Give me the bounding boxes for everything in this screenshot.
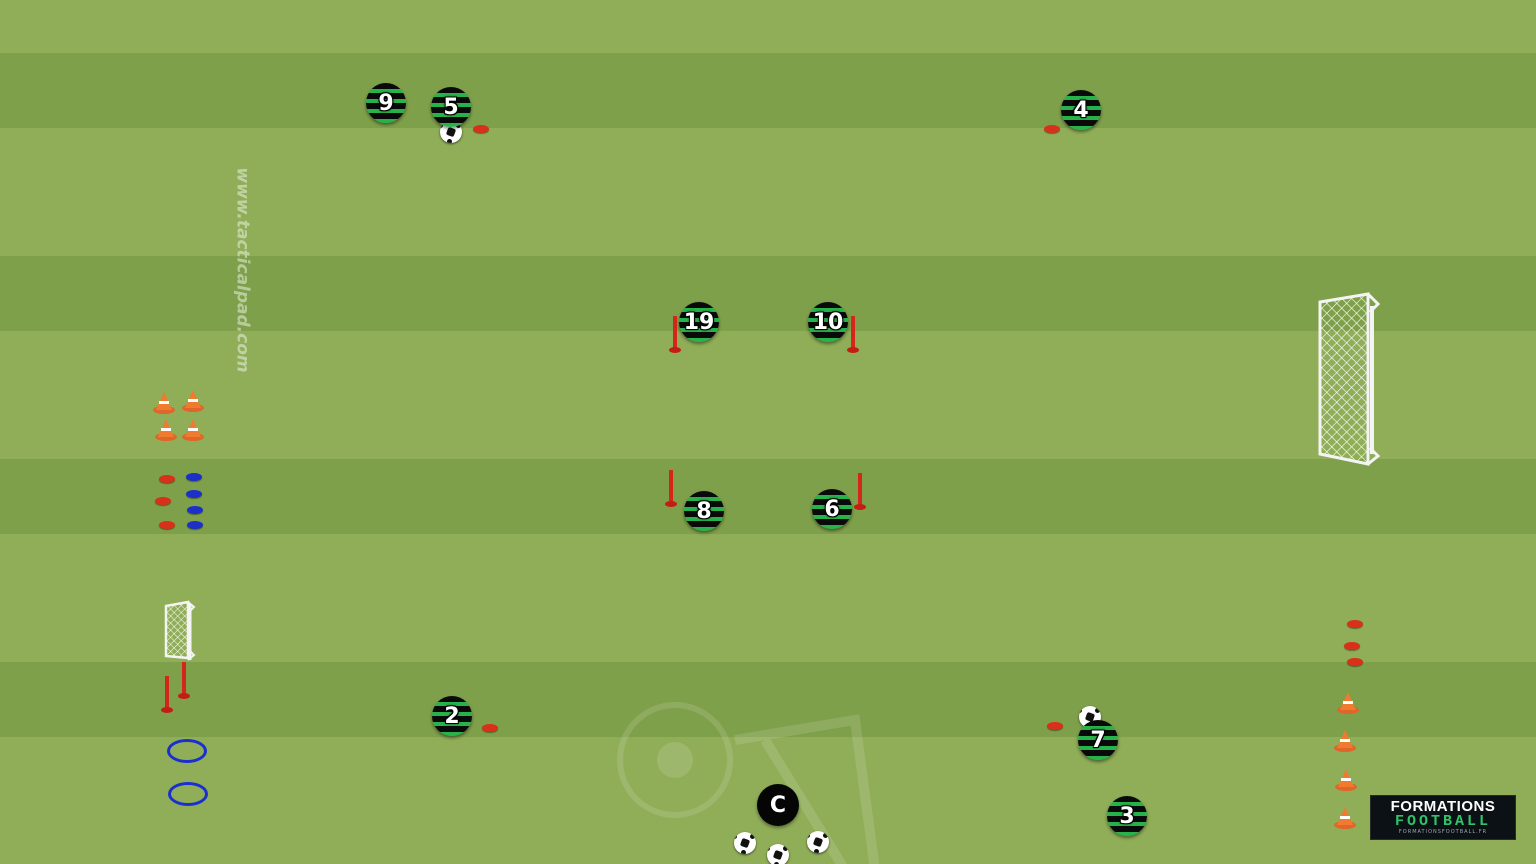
blue-disc-marker[interactable] [186,490,202,498]
marker-pole[interactable] [665,470,677,507]
blue-disc-marker[interactable] [186,473,202,481]
player-number: 8 [696,498,712,524]
faded-ball-emblem [617,702,880,864]
football[interactable] [767,844,789,864]
agility-ring[interactable] [167,739,207,763]
football[interactable] [440,121,462,143]
main-goal[interactable] [1312,288,1388,472]
player-number: 9 [378,90,394,116]
player-number: 19 [683,309,715,335]
player-8[interactable]: 8 [684,491,724,531]
player-6[interactable]: 6 [812,489,852,529]
blue-disc-marker[interactable] [187,521,203,529]
football[interactable] [807,831,829,853]
training-cone[interactable] [152,390,176,414]
brand-logo: FORMATIONS FOOTBALL FORMATIONSFOOTBALL.F… [1370,795,1516,840]
red-disc-marker[interactable] [1044,125,1060,133]
training-cone[interactable] [1333,805,1357,829]
marker-pole[interactable] [669,316,681,353]
marker-pole[interactable] [847,316,859,353]
player-number: 7 [1090,727,1106,753]
red-disc-marker[interactable] [1344,642,1360,650]
training-cone[interactable] [1334,767,1358,791]
red-disc-marker[interactable] [159,475,175,483]
player-number: 3 [1119,803,1135,829]
training-cone[interactable] [1336,690,1360,714]
marker-pole[interactable] [854,473,866,510]
player-number: 6 [824,496,840,522]
training-cone[interactable] [1333,728,1357,752]
mini-goal[interactable] [160,598,202,664]
logo-line-2: FOOTBALL [1394,813,1491,830]
red-disc-marker[interactable] [482,724,498,732]
player-9[interactable]: 9 [366,83,406,123]
blue-disc-marker[interactable] [187,506,203,514]
coach-marker[interactable]: C [757,784,799,826]
red-disc-marker[interactable] [159,521,175,529]
red-disc-marker[interactable] [1347,620,1363,628]
red-disc-marker[interactable] [473,125,489,133]
marker-pole[interactable] [178,662,190,699]
player-number: 5 [443,94,459,120]
player-number: 10 [812,309,844,335]
player-10[interactable]: 10 [808,302,848,342]
logo-line-1: FORMATIONS [1390,798,1496,815]
player-19[interactable]: 19 [679,302,719,342]
football[interactable] [734,832,756,854]
player-5[interactable]: 5 [431,87,471,127]
red-disc-marker[interactable] [1347,658,1363,666]
player-4[interactable]: 4 [1061,90,1101,130]
player-number: 4 [1073,97,1089,123]
player-7[interactable]: 7 [1078,720,1118,760]
player-3[interactable]: 3 [1107,796,1147,836]
agility-ring[interactable] [168,782,208,806]
watermark-text: www.tacticalpad.com [232,167,253,373]
red-disc-marker[interactable] [1047,722,1063,730]
training-cone[interactable] [154,417,178,441]
training-cone[interactable] [181,417,205,441]
training-cone[interactable] [181,388,205,412]
player-number: 2 [444,703,460,729]
logo-line-3: FORMATIONSFOOTBALL.FR [1398,829,1488,835]
marker-pole[interactable] [161,676,173,713]
player-2[interactable]: 2 [432,696,472,736]
coach-label: C [769,792,787,818]
red-disc-marker[interactable] [155,497,171,505]
